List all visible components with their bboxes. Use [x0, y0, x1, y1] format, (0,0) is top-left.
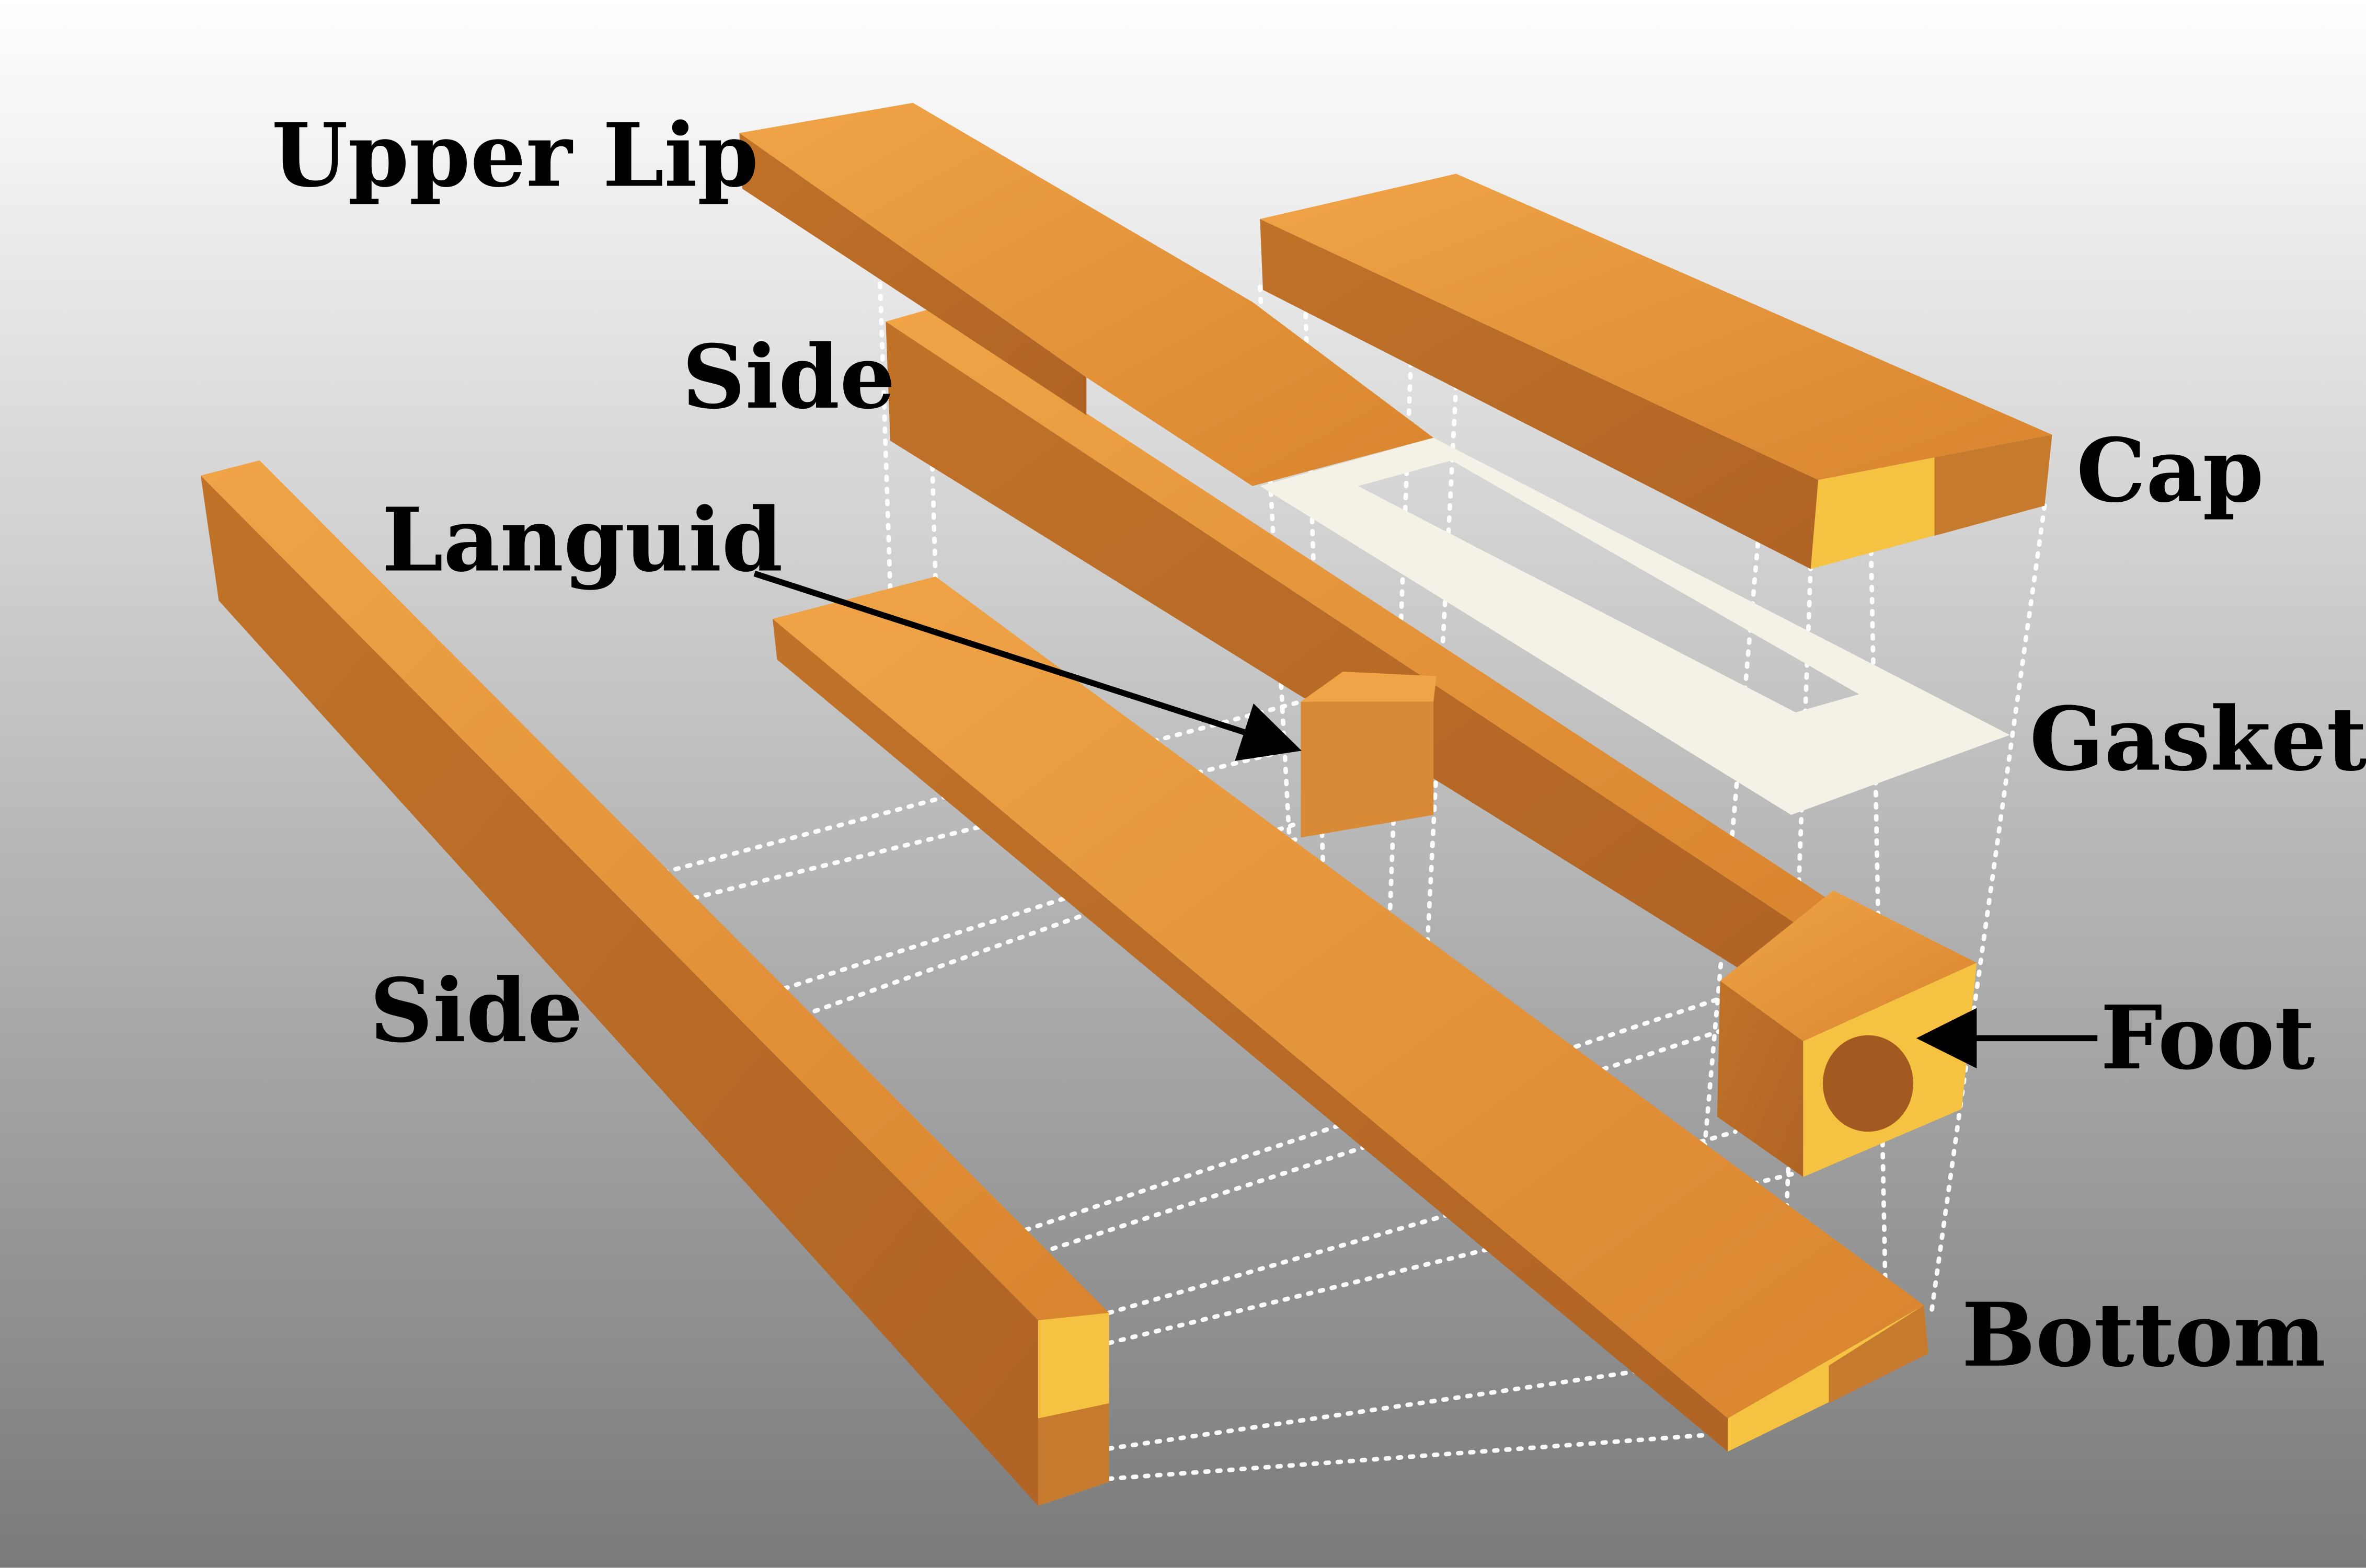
label-languid: Languid	[382, 489, 783, 592]
languid-part	[1301, 671, 1437, 838]
bottom-part	[772, 577, 1928, 1452]
label-bottom: Bottom	[1961, 1284, 2326, 1387]
label-upper-lip: Upper Lip	[272, 105, 759, 207]
label-foot: Foot	[2100, 987, 2315, 1089]
label-gasket: Gasket	[2029, 688, 2366, 791]
languid-arrow	[753, 570, 1302, 761]
upper-lip-part	[739, 102, 1434, 486]
cap-part	[1260, 174, 2052, 569]
side-back-part	[886, 309, 1834, 999]
label-side-front: Side	[370, 960, 583, 1062]
gasket-part	[1260, 437, 2010, 815]
side-front-part	[200, 460, 1109, 1506]
label-side-back: Side	[682, 326, 895, 429]
label-cap: Cap	[2076, 420, 2264, 522]
